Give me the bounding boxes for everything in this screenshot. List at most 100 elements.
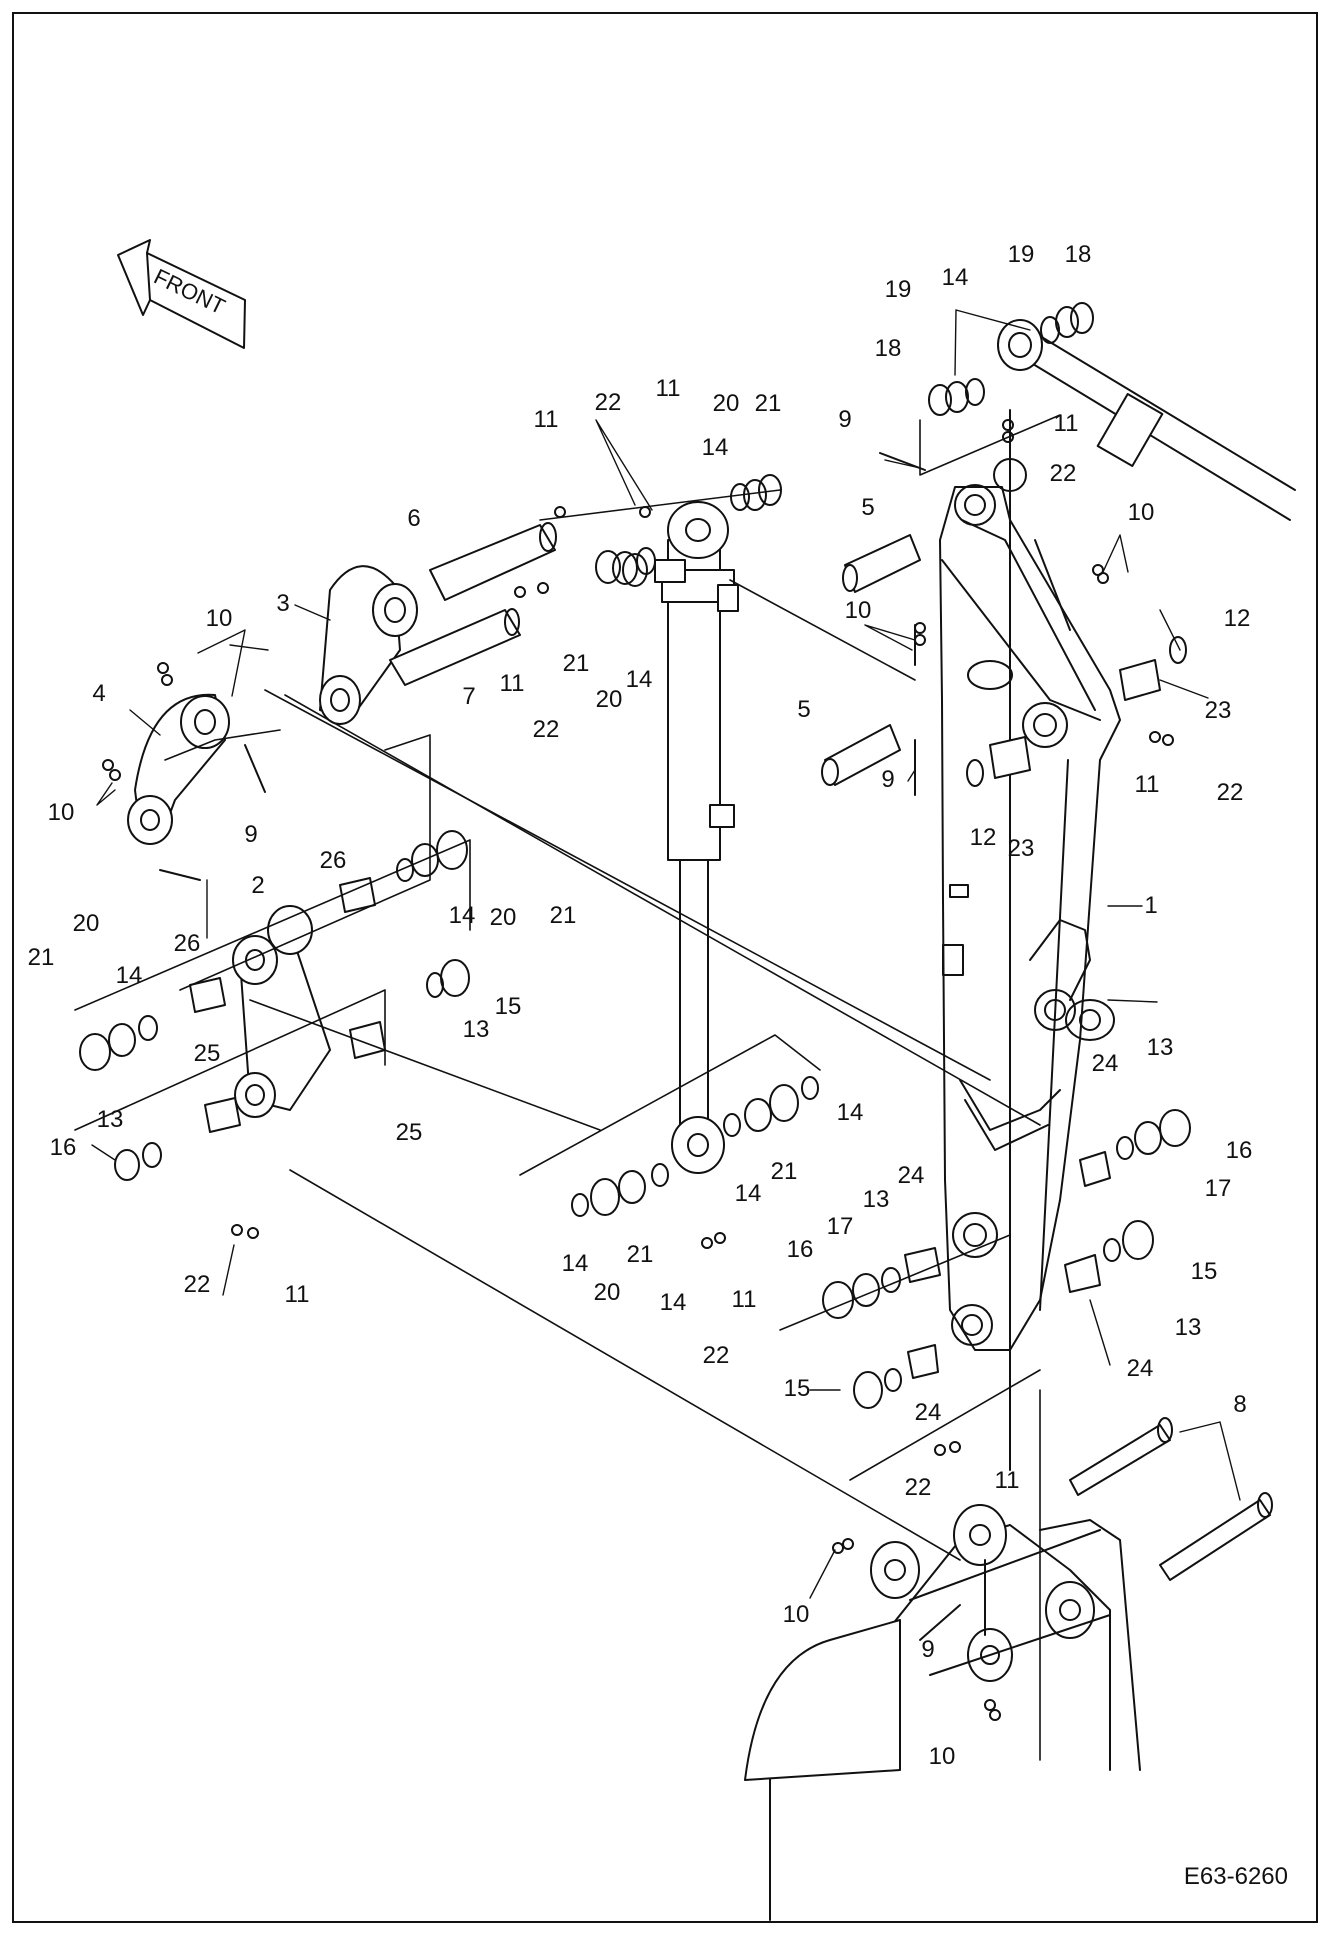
callout-13-d: 13: [1146, 1034, 1174, 1061]
callout-9-a: 9: [838, 406, 852, 433]
boom-cylinder-upper: [997, 319, 1296, 1471]
callout-22-f: 22: [702, 1342, 730, 1369]
pin-part-5-lower: [821, 724, 901, 786]
callout-22-g: 22: [904, 1474, 932, 1501]
front-arrow-icon: FRONT: [117, 239, 246, 349]
callout-19-b: 19: [1007, 241, 1035, 268]
callout-11-c: 11: [499, 670, 525, 697]
callout-14-f: 14: [561, 1250, 589, 1277]
callout-25-a: 25: [193, 1040, 221, 1067]
assembly-guide-lines: [74, 414, 1061, 1761]
callout-11-d: 11: [1053, 410, 1079, 437]
callout-11-b: 11: [655, 375, 681, 402]
pin-part-8-a: [1069, 1417, 1173, 1496]
callout-1: 1: [1144, 892, 1158, 919]
callout-10-b: 10: [47, 799, 75, 826]
callout-15-b: 15: [1190, 1258, 1218, 1285]
callout-14-e: 14: [115, 962, 143, 989]
callout-9-b: 9: [244, 821, 258, 848]
callout-14-d: 14: [448, 902, 476, 929]
callout-10-f: 10: [928, 1743, 956, 1770]
callout-14-i: 14: [836, 1099, 864, 1126]
drawing-code: E63-6260: [1183, 1863, 1288, 1890]
callout-16-b: 16: [786, 1236, 814, 1263]
callout-3: 3: [276, 590, 290, 617]
callout-10-a: 10: [205, 605, 233, 632]
fasteners: [102, 419, 1174, 1721]
callout-9-d: 9: [921, 1636, 935, 1663]
callout-4: 4: [92, 680, 106, 707]
callout-13-a: 13: [462, 1016, 490, 1043]
pin-part-7: [389, 608, 521, 686]
callout-16-c: 16: [1225, 1137, 1253, 1164]
callout-24-a: 24: [1091, 1050, 1119, 1077]
callout-20-d: 20: [72, 910, 100, 937]
callout-11-a: 11: [533, 406, 559, 433]
callout-14-a: 14: [701, 434, 729, 461]
callout-18-b: 18: [1064, 241, 1092, 268]
callout-12-a: 12: [1223, 605, 1251, 632]
callout-10-c: 10: [1127, 499, 1155, 526]
callout-24-d: 24: [914, 1399, 942, 1426]
callout-20-b: 20: [595, 686, 623, 713]
callout-11-g: 11: [731, 1286, 757, 1313]
callout-22-e: 22: [183, 1271, 211, 1298]
link-part-2: [232, 905, 331, 1118]
callout-22-c: 22: [532, 716, 560, 743]
callout-13-c: 13: [862, 1186, 890, 1213]
callout-14-c: 14: [625, 666, 653, 693]
pin-part-6: [429, 522, 557, 601]
callout-18-a: 18: [874, 335, 902, 362]
callout-20-e: 20: [593, 1279, 621, 1306]
callout-20-c: 20: [489, 904, 517, 931]
drawing-frame: [12, 12, 1318, 1923]
pin-part-8-b: [1159, 1492, 1273, 1581]
callout-6: 6: [407, 505, 421, 532]
callout-10-e: 10: [782, 1601, 810, 1628]
callout-26-a: 26: [319, 847, 347, 874]
arm-cylinder: [654, 501, 739, 1174]
callout-21-f: 21: [770, 1158, 798, 1185]
callout-9-c: 9: [881, 766, 895, 793]
callout-11-f: 11: [284, 1281, 310, 1308]
callout-26-b: 26: [173, 930, 201, 957]
callout-14-g: 14: [659, 1289, 687, 1316]
callout-11-h: 11: [994, 1467, 1020, 1494]
callout-22-a: 22: [594, 389, 622, 416]
callout-21-a: 21: [754, 390, 782, 417]
callout-17-a: 17: [826, 1213, 854, 1240]
callout-14-h: 14: [734, 1180, 762, 1207]
callout-14-b: 14: [941, 264, 969, 291]
callout-21-c: 21: [549, 902, 577, 929]
callout-24-b: 24: [897, 1162, 925, 1189]
callout-11-e: 11: [1134, 771, 1160, 798]
callout-22-b: 22: [1049, 460, 1077, 487]
callout-21-b: 21: [562, 650, 590, 677]
callout-20-a: 20: [712, 390, 740, 417]
callout-2: 2: [251, 872, 265, 899]
callout-15-a: 15: [494, 993, 522, 1020]
link-part-3: [319, 565, 418, 725]
callout-23-a: 23: [1204, 697, 1232, 724]
callout-21-d: 21: [27, 944, 55, 971]
callout-17-b: 17: [1204, 1175, 1232, 1202]
callout-22-d: 22: [1216, 779, 1244, 806]
callout-13-b: 13: [96, 1106, 124, 1133]
callout-25-b: 25: [395, 1119, 423, 1146]
callout-21-e: 21: [626, 1241, 654, 1268]
callout-7: 7: [462, 683, 476, 710]
bucket-bracket: [744, 1504, 1141, 1921]
rings-and-bushings: [79, 302, 1191, 1409]
callout-24-c: 24: [1126, 1355, 1154, 1382]
callout-19-a: 19: [884, 276, 912, 303]
link-part-4: [127, 693, 230, 845]
callout-leaders: [91, 309, 1241, 1599]
pin-part-5-upper: [842, 534, 921, 593]
callout-10-d: 10: [844, 597, 872, 624]
callout-5-lower: 5: [797, 696, 811, 723]
callout-12-b: 12: [969, 824, 997, 851]
callout-15-c: 15: [783, 1375, 811, 1402]
callout-13-e: 13: [1174, 1314, 1202, 1341]
